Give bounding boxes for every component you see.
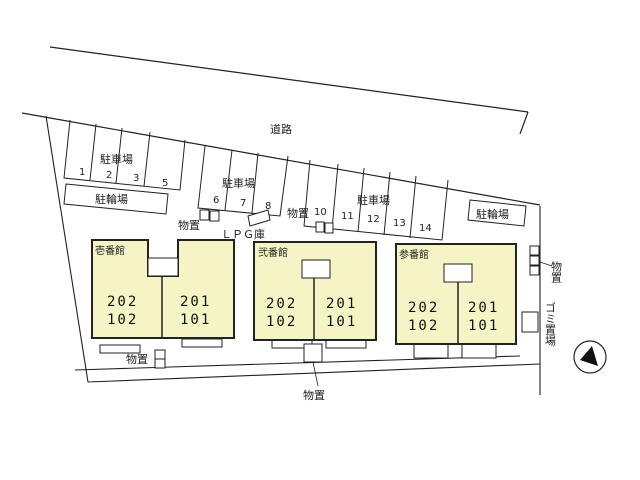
storage-label-5: 物置 <box>550 260 563 283</box>
building-1-name: 壱番館 <box>95 244 125 257</box>
parking-space-5: 5 <box>162 178 168 189</box>
storage-label-1: 物置 <box>178 218 200 232</box>
building-3 <box>395 243 517 359</box>
building-3-name: 参番館 <box>399 248 429 261</box>
building-1-room-101: 101 <box>180 312 211 328</box>
storage-label-3: 物置 <box>126 352 148 366</box>
parking-label-3: 駐車場 <box>357 193 390 207</box>
parking-space-14: 14 <box>419 223 432 234</box>
building-1 <box>91 239 235 354</box>
parking-space-10: 10 <box>314 207 327 218</box>
garbage-area <box>521 311 539 333</box>
building-2-room-102: 102 <box>266 314 297 330</box>
bike-parking-label-2: 駐輪場 <box>476 207 509 221</box>
building-2-room-101: 101 <box>326 314 357 330</box>
lpg-label: ＬＰＧ庫 <box>221 227 265 241</box>
bike-parking-label-1: 駐輪場 <box>95 192 128 206</box>
leader-lines <box>312 261 553 387</box>
parking-space-12: 12 <box>367 214 380 225</box>
building-1-room-102: 102 <box>107 312 138 328</box>
parking-label-1: 駐車場 <box>100 152 133 166</box>
bike-parking-1 <box>63 183 169 215</box>
parking-area-3 <box>303 159 449 241</box>
parking-space-6: 6 <box>213 195 219 206</box>
building-3-room-102: 102 <box>408 318 439 334</box>
building-2-room-202: 202 <box>266 296 297 312</box>
north-arrow-icon <box>573 340 607 374</box>
building-2-name: 弐番館 <box>258 246 288 259</box>
road <box>21 46 541 206</box>
parking-area-1 <box>63 119 186 191</box>
building-3-room-201: 201 <box>468 300 499 316</box>
building-2 <box>253 241 377 363</box>
road-label: 道路 <box>270 122 292 136</box>
parking-label-2: 駐車場 <box>222 176 255 190</box>
bike-parking-2 <box>467 199 527 227</box>
building-1-room-202: 202 <box>107 294 138 310</box>
garbage-label: ゴミ置場 <box>544 301 557 347</box>
parking-space-11: 11 <box>341 211 354 222</box>
storage-shed-left <box>154 349 166 369</box>
parking-space-1: 1 <box>79 167 85 178</box>
building-3-room-101: 101 <box>468 318 499 334</box>
building-3-room-202: 202 <box>408 300 439 316</box>
storage-label-2: 物置 <box>287 206 309 220</box>
storage-shed-right <box>529 245 540 276</box>
storage-shed-top <box>199 209 220 222</box>
parking-space-3: 3 <box>133 173 139 184</box>
parking-space-2: 2 <box>106 170 112 181</box>
parking-space-13: 13 <box>393 218 406 229</box>
storage-label-4: 物置 <box>303 388 325 402</box>
site-boundary <box>45 115 541 395</box>
lpg-storage <box>247 209 271 227</box>
parking-space-7: 7 <box>240 198 246 209</box>
parking-area-2 <box>197 145 289 217</box>
storage-shed-mid <box>315 221 334 234</box>
parking-space-8: 8 <box>265 201 271 212</box>
building-1-room-201: 201 <box>180 294 211 310</box>
building-2-room-201: 201 <box>326 296 357 312</box>
